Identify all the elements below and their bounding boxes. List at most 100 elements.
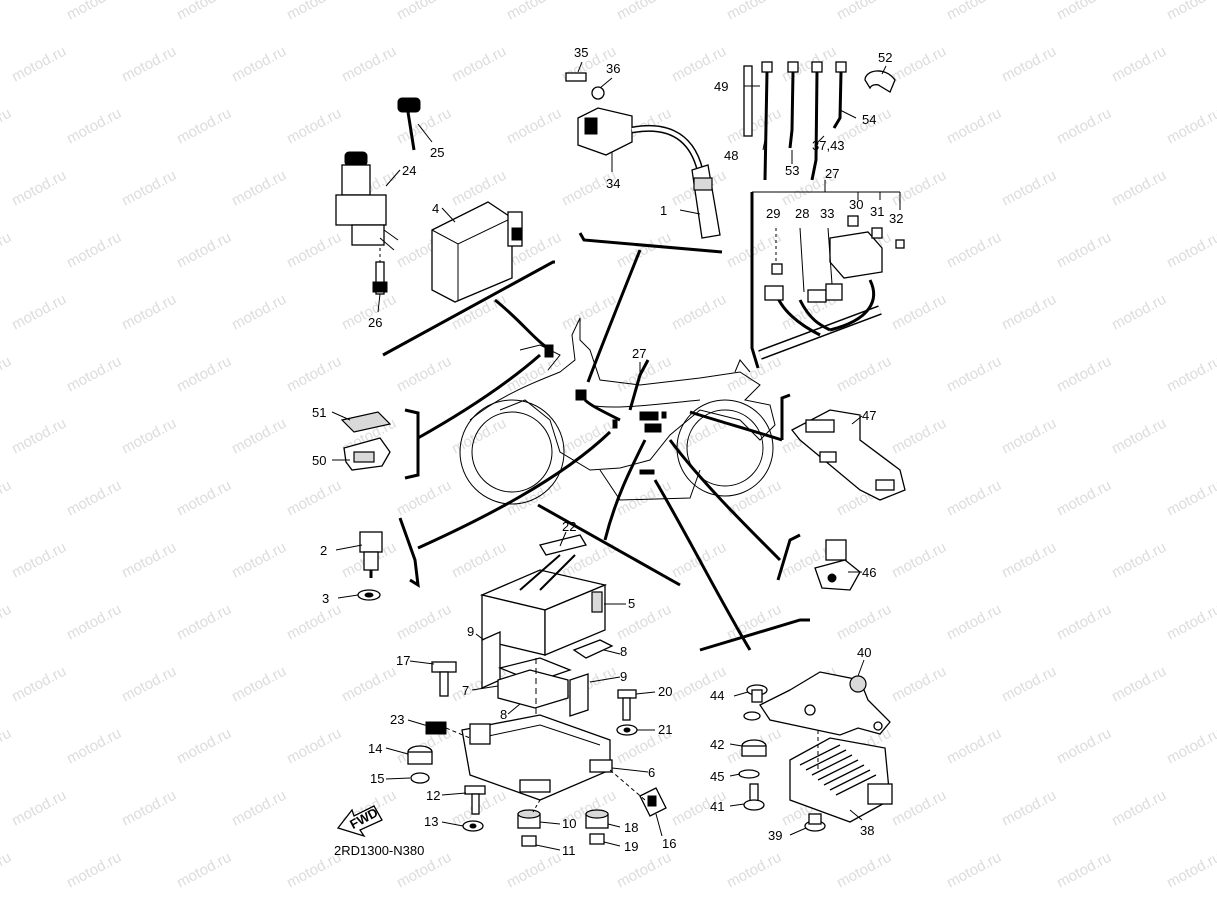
watermark-text: motod.ru	[889, 167, 949, 210]
watermark-text: motod.ru	[1109, 415, 1169, 458]
watermark-text: motod.ru	[229, 663, 289, 706]
watermark-text: motod.ru	[64, 105, 124, 148]
diagram-code: 2RD1300-N380	[334, 843, 424, 858]
watermark-text: motod.ru	[504, 105, 564, 148]
watermark-text: motod.ru	[999, 43, 1059, 86]
watermark-text: motod.ru	[889, 787, 949, 830]
watermark-text: motod.ru	[0, 0, 14, 24]
callout-7: 7	[462, 683, 469, 698]
thermo-unit	[357, 531, 383, 601]
watermark-text: motod.ru	[9, 167, 69, 210]
callout-54: 54	[862, 112, 876, 127]
watermark-text: motod.ru	[394, 353, 454, 396]
watermark-text: motod.ru	[944, 725, 1004, 768]
motorcycle-outline	[459, 317, 776, 505]
watermark-text: motod.ru	[394, 0, 454, 24]
callout-3: 3	[322, 591, 329, 606]
watermark-text: motod.ru	[284, 601, 344, 644]
watermark-text: motod.ru	[944, 353, 1004, 396]
watermark-text: motod.ru	[0, 725, 14, 768]
watermark-text: motod.ru	[64, 849, 124, 892]
callout-44: 44	[710, 688, 724, 703]
watermark-text: motod.ru	[1109, 167, 1169, 210]
watermark-text: motod.ru	[174, 477, 234, 520]
watermark-text: motod.ru	[834, 601, 894, 644]
callout-10: 10	[562, 816, 576, 831]
watermark-text: motod.ru	[1109, 539, 1169, 582]
watermark-text: motod.ru	[944, 601, 1004, 644]
callout-29: 29	[766, 206, 780, 221]
watermark-text: motod.ru	[999, 291, 1059, 334]
watermark-text: motod.ru	[724, 105, 784, 148]
watermark-text: motod.ru	[119, 787, 179, 830]
watermark-text: motod.ru	[229, 43, 289, 86]
callout-15: 15	[370, 771, 384, 786]
watermark-text: motod.ru	[1164, 477, 1217, 520]
callout-12: 12	[426, 788, 440, 803]
watermark-text: motod.ru	[1054, 0, 1114, 24]
callout-26: 26	[368, 315, 382, 330]
switch-46	[814, 539, 861, 591]
watermark-text: motod.ru	[64, 477, 124, 520]
watermark-text: motod.ru	[64, 725, 124, 768]
watermark-text: motod.ru	[9, 43, 69, 86]
callout-48: 48	[724, 148, 738, 163]
watermark-text: motod.ru	[449, 539, 509, 582]
watermark-text: motod.ru	[669, 291, 729, 334]
watermark-text: motod.ru	[394, 601, 454, 644]
callout-20: 20	[658, 684, 672, 699]
watermark-text: motod.ru	[504, 849, 564, 892]
callout-9-left: 9	[467, 624, 474, 639]
watermark-text: motod.ru	[449, 43, 509, 86]
watermark-text: motod.ru	[339, 43, 399, 86]
watermark-text: motod.ru	[724, 0, 784, 24]
leader-lines	[417, 249, 783, 651]
detail-frames	[382, 192, 810, 652]
callout-13: 13	[424, 814, 438, 829]
watermark-text: motod.ru	[944, 477, 1004, 520]
watermark-text: motod.ru	[119, 539, 179, 582]
callout-8-left: 8	[500, 707, 507, 722]
watermark-text: motod.ru	[0, 229, 14, 272]
callout-5: 5	[628, 596, 635, 611]
callout-28: 28	[795, 206, 809, 221]
watermark-text: motod.ru	[889, 663, 949, 706]
callout-52: 52	[878, 50, 892, 65]
watermark-text: motod.ru	[999, 663, 1059, 706]
watermark-text: motod.ru	[229, 415, 289, 458]
callout-11: 11	[562, 843, 576, 858]
callout-49: 49	[714, 79, 728, 94]
callout-27-top: 27	[825, 166, 839, 181]
watermark-text: motod.ru	[724, 849, 784, 892]
callout-37-43: 37,43	[812, 138, 845, 153]
watermark-text: motod.ru	[1109, 43, 1169, 86]
watermark-text: motod.ru	[834, 353, 894, 396]
watermark-text: motod.ru	[284, 477, 344, 520]
watermark-text: motod.ru	[1054, 477, 1114, 520]
fuse-holder-parts	[340, 411, 392, 471]
watermark-text: motod.ru	[1054, 353, 1114, 396]
callout-leaders	[331, 61, 887, 851]
watermark-text: motod.ru	[1054, 105, 1114, 148]
watermark-text: motod.ru	[174, 229, 234, 272]
watermark-text: motod.ru	[284, 105, 344, 148]
callout-2: 2	[320, 543, 327, 558]
callout-50: 50	[312, 453, 326, 468]
watermark-text: motod.ru	[889, 415, 949, 458]
callout-33: 33	[820, 206, 834, 221]
callout-40: 40	[857, 645, 871, 660]
callout-18: 18	[624, 820, 638, 835]
watermark-text: motod.ru	[64, 229, 124, 272]
watermark-text: motod.ru	[944, 229, 1004, 272]
watermark-text: motod.ru	[449, 415, 509, 458]
watermark-text: motod.ru	[0, 601, 14, 644]
watermark-text: motod.ru	[1164, 353, 1217, 396]
watermark-text: motod.ru	[944, 849, 1004, 892]
wire-harness-detail	[752, 191, 905, 360]
callout-30: 30	[849, 197, 863, 212]
watermark-text: motod.ru	[174, 849, 234, 892]
watermark-text: motod.ru	[229, 291, 289, 334]
callout-31: 31	[870, 204, 884, 219]
